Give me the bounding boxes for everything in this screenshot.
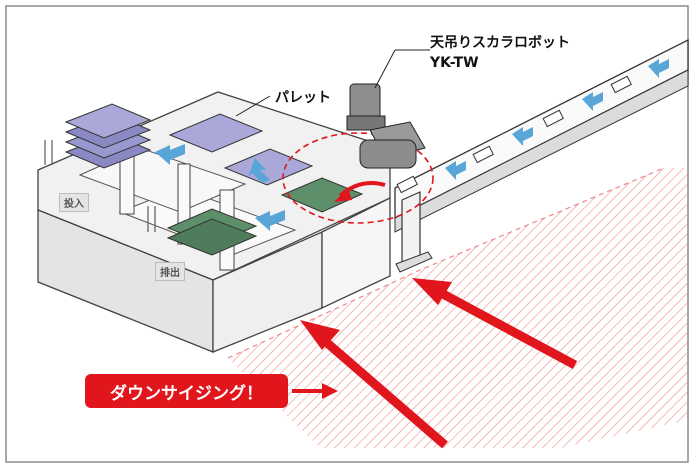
ceiling-rail bbox=[394, 38, 689, 233]
freed-floor-area bbox=[228, 168, 688, 448]
downsizing-banner: ダウンサイジング！ bbox=[85, 374, 288, 408]
output-tag: 排出 bbox=[155, 262, 185, 281]
flow-arrows bbox=[155, 144, 285, 231]
pallet-leader-line bbox=[235, 95, 271, 117]
lift-indicators bbox=[44, 140, 156, 232]
input-tag: 投入 bbox=[59, 193, 89, 212]
scara-robot bbox=[346, 49, 430, 169]
pallet-label: パレット bbox=[275, 90, 331, 106]
robot-label: 天吊りスカラロボット YK-TW bbox=[430, 33, 570, 73]
robot-rotation-arrowhead bbox=[334, 188, 352, 202]
robot-name: 天吊りスカラロボット bbox=[430, 35, 570, 51]
banner-arrow bbox=[292, 383, 338, 399]
pallet-flow bbox=[166, 113, 364, 256]
floor-dashed-edge bbox=[227, 167, 665, 359]
input-pallet-stack bbox=[64, 103, 152, 169]
rail-arrows bbox=[445, 59, 669, 180]
rail-markers bbox=[396, 75, 632, 194]
downsizing-arrows bbox=[300, 278, 578, 449]
robot-model: YK-TW bbox=[430, 55, 479, 71]
robot-motion-range bbox=[282, 132, 434, 224]
